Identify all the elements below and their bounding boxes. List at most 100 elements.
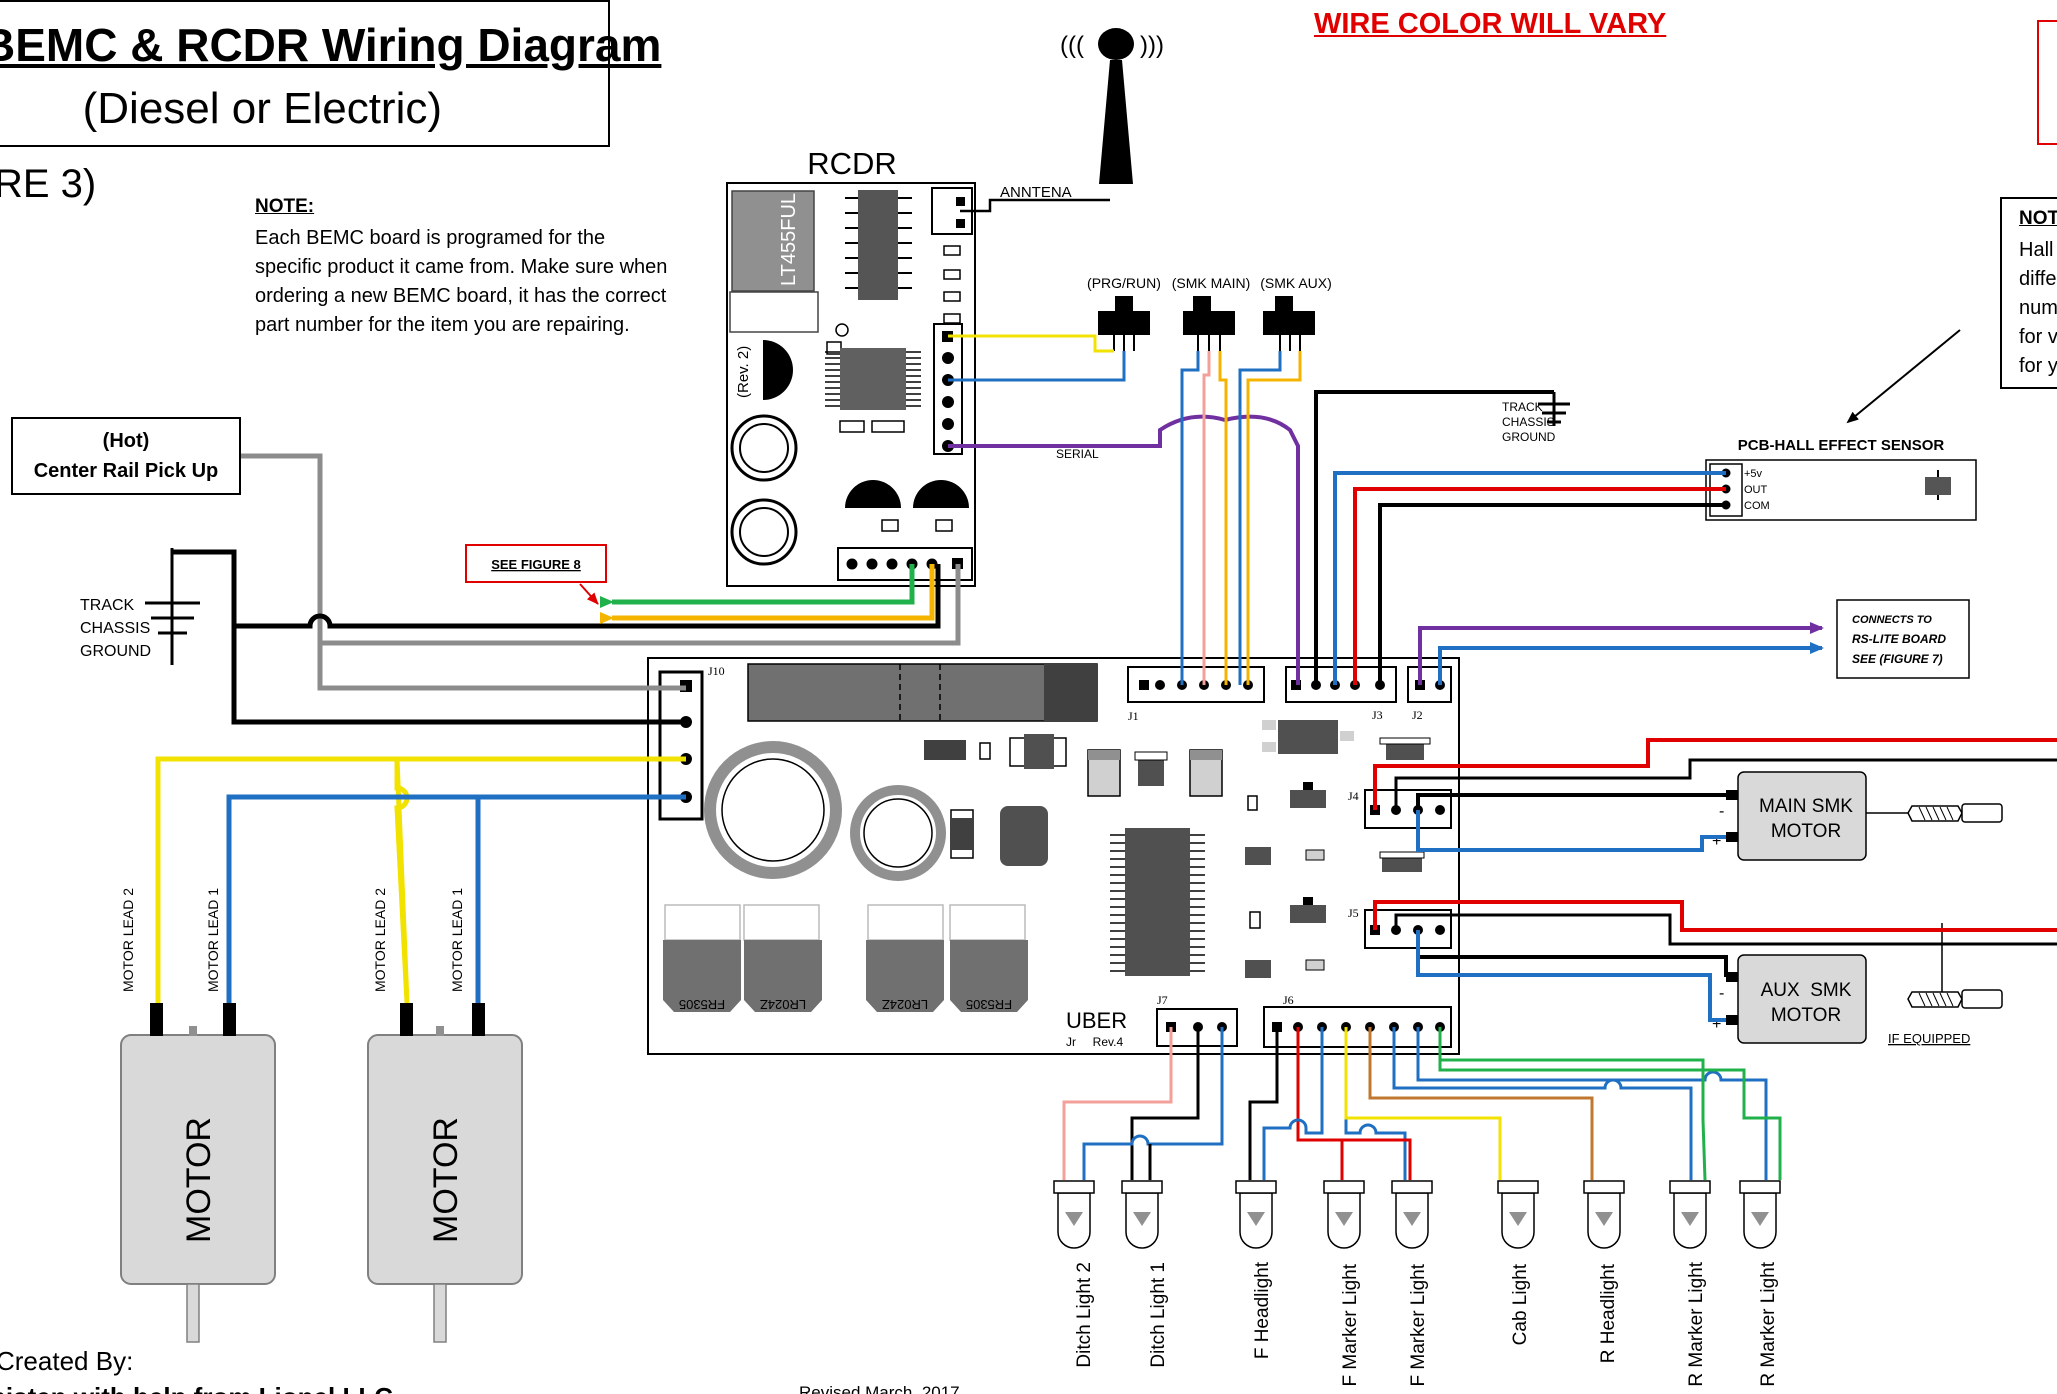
wire-rslite-blue xyxy=(1438,642,1824,685)
wire-switch-blue xyxy=(948,351,1126,382)
rcdr-chip-label: LT455FUL xyxy=(778,193,800,286)
aux-smoke-motor xyxy=(1726,923,2003,1044)
svg-text:TRACK: TRACK xyxy=(1502,400,1543,414)
wire-smk-orange xyxy=(1218,351,1228,685)
wire-hall-black xyxy=(1378,503,1726,685)
wire-smk-pink xyxy=(1202,351,1211,685)
fet-row xyxy=(663,904,1028,1012)
rs-lite-line3: SEE (FIGURE 7) xyxy=(1852,652,1943,666)
bulb-f-marker-light-1 xyxy=(1323,1180,1365,1249)
fet-label-2: LR024Z xyxy=(760,997,806,1012)
center-rail-pickup-box: (Hot) Center Rail Pick Up xyxy=(11,417,241,495)
hot-label: (Hot) xyxy=(102,430,150,452)
hall-note-arrow xyxy=(1846,329,1961,424)
wire-j5-aux-minus xyxy=(1416,930,1728,977)
rcdr-board: LT455FUL (Rev. 2) xyxy=(726,182,976,587)
title-box: BEMC & RCDR Wiring Diagram (Diesel or El… xyxy=(0,0,662,147)
svg-text:GROUND: GROUND xyxy=(1502,430,1556,444)
wire-j4-black xyxy=(1394,758,2057,810)
created-by-label: Created By: xyxy=(0,1346,134,1376)
svg-text:MOTOR LEAD 2: MOTOR LEAD 2 xyxy=(120,888,136,992)
fet-label-3: LR024Z xyxy=(882,997,928,1012)
light-label-r-marker-1: R Marker Light xyxy=(1686,1261,1707,1386)
see-figure-8-label: SEE FIGURE 8 xyxy=(491,557,581,572)
wire-aux-blue xyxy=(1238,351,1282,685)
wire-j5-aux-plus xyxy=(1416,930,1726,1022)
switch-prg-run[interactable] xyxy=(1098,296,1150,351)
light-label-r-headlight: R Headlight xyxy=(1598,1263,1619,1363)
track-ground-top-symbol xyxy=(1538,392,1570,426)
hall-pin-com: COM xyxy=(1744,500,1770,512)
bulb-ditch-light-2 xyxy=(1053,1180,1095,1249)
antenna-label: ANNTENA xyxy=(1000,184,1072,201)
wire-j5-black xyxy=(1394,913,2057,946)
bulb-r-marker-light-1 xyxy=(1669,1180,1711,1249)
svg-text:MOTOR LEAD 2: MOTOR LEAD 2 xyxy=(372,888,388,992)
wire-hot-pickup xyxy=(241,453,686,691)
hall-note-heading: NOT xyxy=(2019,208,2057,229)
light-label-f-marker-1: F Marker Light xyxy=(1340,1263,1361,1386)
center-rail-label: Center Rail Pick Up xyxy=(33,460,219,482)
wire-hall-red xyxy=(1353,487,1726,685)
rcdr-title: RCDR xyxy=(807,146,897,181)
svg-text:MOTOR LEAD 1: MOTOR LEAD 1 xyxy=(205,888,221,992)
rs-lite-box xyxy=(1836,599,1970,679)
created-by-names: nisten with help from Lionel LLC xyxy=(0,1382,393,1394)
light-label-cab: Cab Light xyxy=(1510,1263,1531,1345)
hall-pin-out: OUT xyxy=(1744,484,1768,496)
svg-text:J2: J2 xyxy=(1412,708,1423,722)
svg-text:CHASSIS: CHASSIS xyxy=(1502,415,1555,429)
main-smoke-motor xyxy=(1726,771,2003,861)
wire-ground-rail xyxy=(234,564,941,629)
wire-motor-blue xyxy=(226,794,686,1003)
fet-label-4: FR5305 xyxy=(966,997,1012,1012)
bulb-ditch-light-1 xyxy=(1121,1180,1163,1249)
see-figure-8-box[interactable] xyxy=(465,544,607,583)
wire-hall-blue xyxy=(1333,471,1726,685)
wire-aux-orange xyxy=(1246,351,1302,685)
main-smk-minus: - xyxy=(1719,803,1724,820)
red-callout-box xyxy=(2037,20,2057,145)
switch-smk-main[interactable] xyxy=(1183,296,1235,351)
bulb-r-headlight xyxy=(1583,1180,1625,1249)
svg-text:J5: J5 xyxy=(1348,906,1359,920)
aux-smk-minus: - xyxy=(1719,985,1724,1002)
bulb-r-marker-light-2 xyxy=(1739,1180,1781,1249)
motor-2-label: MOTOR xyxy=(427,1117,465,1243)
light-labels: Ditch Light 2 Ditch Light 1 F Headlight … xyxy=(1074,1261,1779,1386)
switch-label-smk-main: (SMK MAIN) xyxy=(1172,275,1251,291)
switch-smk-aux[interactable] xyxy=(1263,296,1315,351)
wire-track-ground xyxy=(172,549,686,725)
bemc-note-body: Each BEMC board is programed for the spe… xyxy=(255,227,668,336)
antenna-waves-left: ((( xyxy=(1060,32,1084,59)
switch-label-prg-run: (PRG/RUN) xyxy=(1087,275,1161,291)
rs-lite-line2: RS-LITE BOARD xyxy=(1852,632,1946,646)
if-equipped-label: IF EQUIPPED xyxy=(1888,1031,1970,1046)
light-label-f-headlight: F Headlight xyxy=(1252,1261,1273,1359)
hall-note-box xyxy=(2000,197,2057,389)
rs-lite-line1: CONNECTS TO xyxy=(1852,614,1932,626)
see-figure-8-arrow xyxy=(579,583,599,605)
light-label-f-marker-2: F Marker Light xyxy=(1408,1263,1429,1386)
bulb-cab-light xyxy=(1497,1180,1539,1249)
wire-smk-blue xyxy=(1180,351,1200,685)
page-title: BEMC & RCDR Wiring Diagram xyxy=(0,19,662,71)
svg-text:J10: J10 xyxy=(708,664,725,678)
svg-text:CHASSIS: CHASSIS xyxy=(80,620,150,637)
uber-board: FR5305 LR024Z LR024Z FR5305 xyxy=(647,657,1460,1055)
svg-text:J6: J6 xyxy=(1283,993,1294,1007)
fet-label-1: FR5305 xyxy=(679,997,725,1012)
track-ground-left-label: TRACK CHASSIS GROUND xyxy=(80,597,151,660)
antenna-wire xyxy=(960,198,1110,213)
wires xyxy=(155,334,2057,1181)
rcdr-rev-label: (Rev. 2) xyxy=(735,346,752,398)
page-subtitle: (Diesel or Electric) xyxy=(82,84,442,133)
svg-text:MOTOR LEAD 1: MOTOR LEAD 1 xyxy=(449,888,465,992)
board-name: UBER xyxy=(1066,1008,1127,1033)
wire-j4-main-minus xyxy=(1416,793,1726,810)
wire-j5-red xyxy=(1373,900,2057,932)
wire-rcdr-yellow xyxy=(600,564,935,624)
svg-text:TRACK: TRACK xyxy=(80,597,135,614)
